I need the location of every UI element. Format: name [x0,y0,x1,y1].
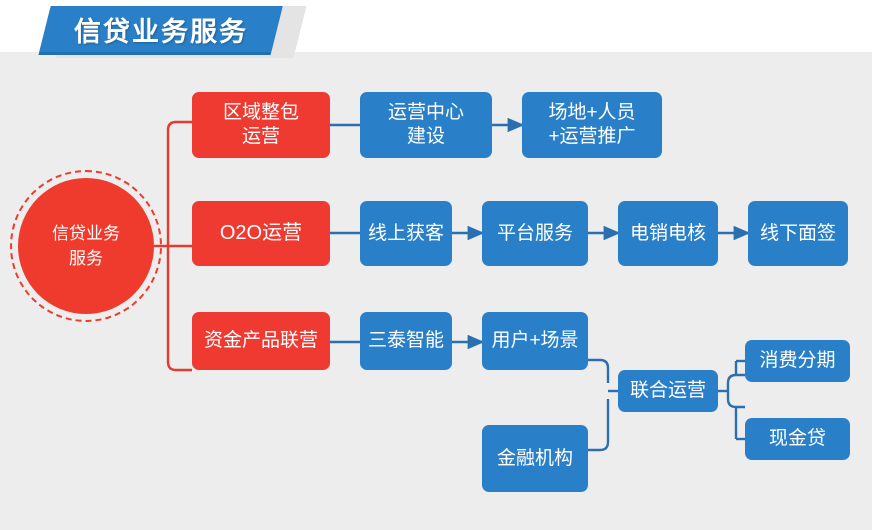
node-row1-2[interactable]: 场地+人员 +运营推广 [522,92,662,158]
node-branch-financial-institution[interactable]: 金融机构 [482,425,588,492]
merge-bracket [588,358,618,452]
page-title: 信贷业务服务 [74,16,248,47]
node-branch-cash-loan[interactable]: 现金贷 [745,418,850,460]
node-row3-2[interactable]: 用户+场景 [482,312,588,370]
node-row2-4[interactable]: 线下面签 [748,201,848,266]
node-row3-1[interactable]: 三泰智能 [360,312,452,370]
node-branch-consumer-installment[interactable]: 消费分期 [745,340,850,382]
node-row3-0[interactable]: 资金产品联营 [192,312,330,370]
node-row2-0[interactable]: O2O运营 [192,201,330,266]
node-row2-2[interactable]: 平台服务 [482,201,588,266]
node-row2-1[interactable]: 线上获客 [360,201,452,266]
node-row1-0[interactable]: 区域整包 运营 [192,92,330,158]
hub-node[interactable]: 信贷业务 服务 [18,178,154,314]
hub-dashed-ring [10,170,162,322]
split-bracket [718,359,745,441]
node-row2-3[interactable]: 电销电核 [618,201,718,266]
node-branch-joint-operation[interactable]: 联合运营 [618,370,718,412]
node-row1-1[interactable]: 运营中心 建设 [360,92,492,158]
